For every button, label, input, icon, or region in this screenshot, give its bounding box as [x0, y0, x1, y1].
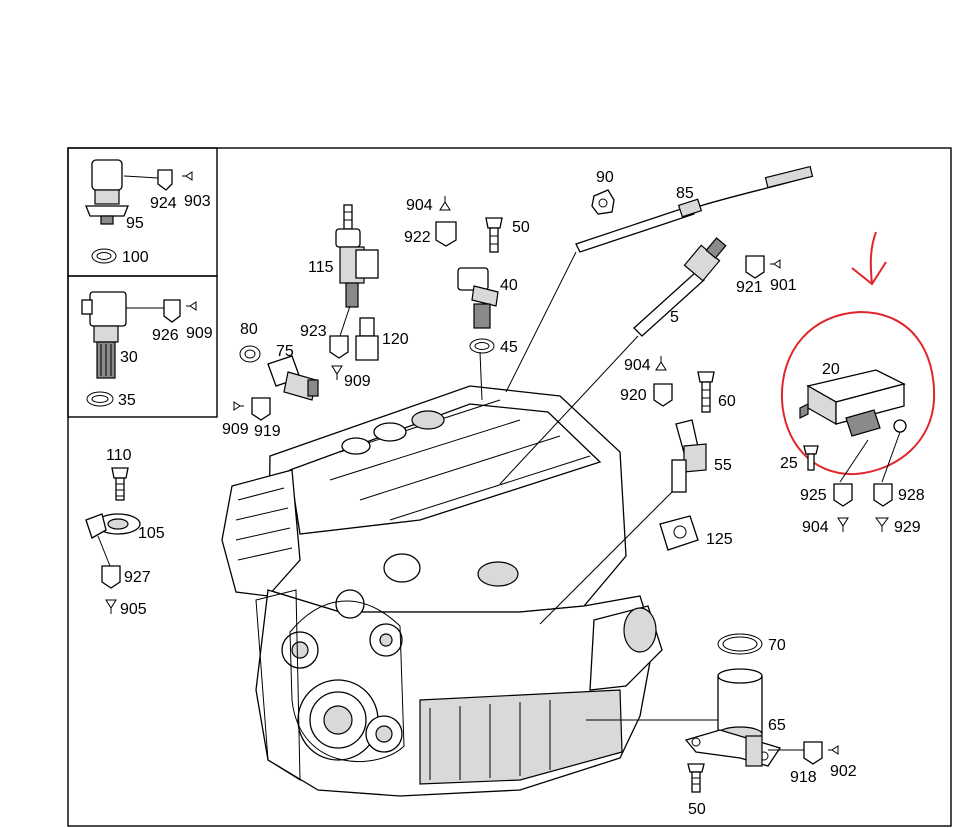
label-75: 75	[276, 343, 294, 360]
sensor-55-icon	[671, 419, 707, 493]
connector-918-icon	[768, 741, 823, 765]
label-923: 923	[300, 323, 327, 340]
label-50: 50	[512, 219, 530, 236]
label-909: 909	[186, 325, 213, 342]
pin-909-icon-c	[233, 401, 244, 411]
label-70: 70	[768, 637, 786, 654]
engine-block-icon	[221, 385, 663, 797]
label-85: 85	[676, 185, 694, 202]
sensor-95-icon	[85, 159, 129, 225]
connector-920-icon	[653, 383, 673, 407]
label-925: 925	[800, 487, 827, 504]
annotation-circle-icon	[780, 310, 936, 476]
connector-923-icon	[329, 305, 351, 359]
seal-100-icon	[91, 248, 117, 264]
pin-903-icon	[182, 171, 193, 181]
label-60: 60	[718, 393, 736, 410]
label-50: 50	[688, 801, 706, 818]
label-30: 30	[120, 349, 138, 366]
connector-927-icon	[101, 565, 121, 589]
control-unit-20-icon	[799, 369, 907, 437]
label-909: 909	[344, 373, 371, 390]
sensor-85-icon	[575, 165, 814, 253]
sensor-40-icon	[457, 267, 499, 329]
annotation-arrow-icon	[851, 231, 887, 286]
pin-904-icon-a	[439, 196, 451, 211]
nut-90-icon	[591, 189, 615, 215]
bolt-110-icon	[111, 467, 129, 501]
label-902: 902	[830, 763, 857, 780]
bolt-50-icon-a	[485, 217, 503, 253]
pin-909-icon-b	[331, 365, 343, 380]
label-45: 45	[500, 339, 518, 356]
label-35: 35	[118, 392, 136, 409]
label-110: 110	[106, 447, 132, 464]
label-927: 927	[124, 569, 151, 586]
bolt-25-icon	[803, 445, 819, 471]
bolt-50-icon-b	[687, 763, 705, 793]
bolt-60-icon	[697, 371, 715, 413]
label-904: 904	[406, 197, 433, 214]
pin-901-icon	[770, 259, 781, 269]
connector-928-icon	[873, 483, 893, 507]
label-926: 926	[152, 327, 179, 344]
label-901: 901	[770, 277, 797, 294]
filter-65-icon	[684, 668, 782, 767]
connector-922-icon	[435, 221, 457, 247]
label-904: 904	[802, 519, 829, 536]
label-929: 929	[894, 519, 921, 536]
connector-921-icon	[745, 255, 765, 279]
connector-925-icon	[833, 483, 853, 507]
pin-904-icon-b	[655, 356, 667, 371]
label-919: 919	[254, 423, 281, 440]
connector-919-icon	[251, 397, 271, 421]
label-40: 40	[500, 277, 518, 294]
label-105: 105	[138, 525, 165, 542]
inset-box-middle	[67, 275, 218, 418]
pin-904-icon-c	[837, 517, 849, 532]
label-905: 905	[120, 601, 147, 618]
knock-sensor-105-icon	[85, 513, 141, 567]
connector-926-icon	[126, 299, 181, 323]
label-924: 924	[150, 195, 177, 212]
label-20: 20	[822, 361, 840, 378]
label-55: 55	[714, 457, 732, 474]
sensor-75-icon	[267, 355, 319, 401]
label-25: 25	[780, 455, 798, 472]
label-90: 90	[596, 169, 614, 186]
sensor-30-icon	[81, 291, 127, 379]
label-5: 5	[670, 309, 679, 326]
seal-70-icon	[717, 633, 763, 655]
pin-905-icon	[105, 599, 117, 614]
label-921: 921	[736, 279, 763, 296]
label-100: 100	[122, 249, 149, 266]
glow-plug-5-icon	[633, 237, 727, 337]
seal-80-icon	[239, 345, 261, 363]
label-95: 95	[126, 215, 144, 232]
label-65: 65	[768, 717, 786, 734]
seal-45-icon	[469, 338, 495, 354]
sleeve-120-icon	[355, 317, 379, 361]
pin-902-icon	[828, 745, 839, 755]
label-120: 120	[382, 331, 409, 348]
label-125: 125	[706, 531, 733, 548]
gasket-125-icon	[659, 515, 699, 551]
diagram-frame	[67, 147, 952, 827]
pin-929-icon	[875, 517, 889, 532]
label-909: 909	[222, 421, 249, 438]
valve-115-icon	[335, 204, 379, 308]
label-904: 904	[624, 357, 651, 374]
seal-35-icon	[86, 391, 114, 407]
label-115: 115	[308, 259, 334, 276]
label-928: 928	[898, 487, 925, 504]
label-903: 903	[184, 193, 211, 210]
label-922: 922	[404, 229, 431, 246]
connector-924-icon	[123, 169, 173, 191]
label-920: 920	[620, 387, 647, 404]
label-918: 918	[790, 769, 817, 786]
label-80: 80	[240, 321, 258, 338]
pin-909-icon-a	[186, 301, 197, 311]
